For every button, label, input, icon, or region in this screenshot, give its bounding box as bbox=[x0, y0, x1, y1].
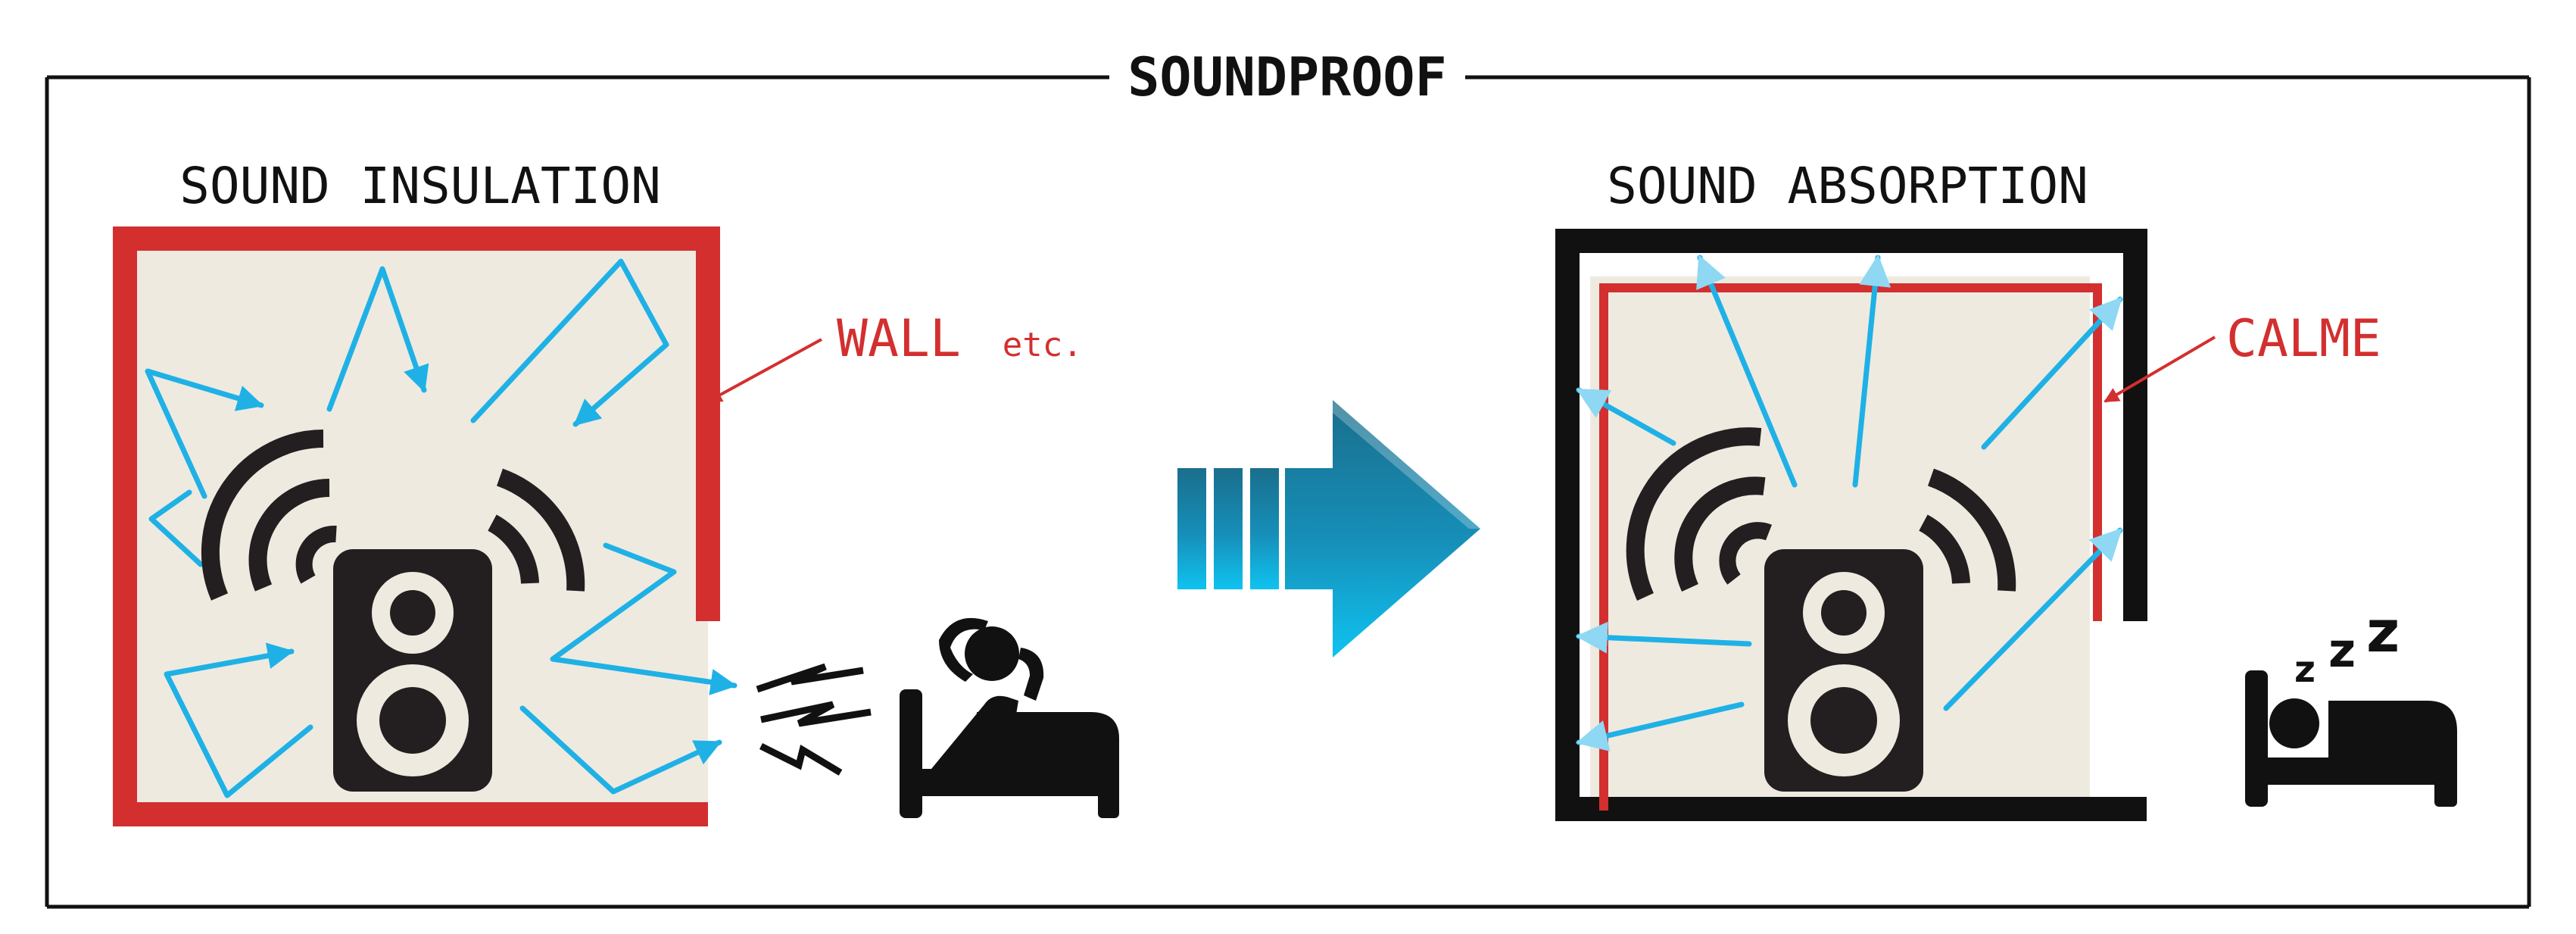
absorption-sound-lines bbox=[1575, 254, 2123, 751]
frame-title: SOUNDPROOF bbox=[1127, 46, 1446, 108]
sleeping-person-in-bed-icon bbox=[2245, 670, 2457, 807]
calme-pointer bbox=[2104, 336, 2216, 403]
noise-lightning-icon bbox=[756, 663, 872, 776]
zzz-letter-medium: z bbox=[2328, 623, 2356, 678]
wall-label-suffix: etc. bbox=[1003, 326, 1083, 364]
wall-label-main: WALL bbox=[837, 309, 961, 369]
outer-frame bbox=[45, 75, 2531, 909]
zzz-letter-small: z bbox=[2294, 648, 2316, 691]
absorption-sound-waves-icon bbox=[1626, 427, 2016, 601]
disturbed-person-in-bed-icon bbox=[900, 617, 1119, 818]
insulation-sound-reflections bbox=[145, 258, 738, 798]
insulation-sound-waves-icon bbox=[201, 430, 585, 601]
insulation-heading: SOUND INSULATION bbox=[179, 157, 661, 215]
absorption-speaker-icon bbox=[1764, 549, 1923, 792]
zzz-letter-large: z bbox=[2366, 598, 2400, 665]
zzz-icon: z z z bbox=[2294, 598, 2400, 691]
absorption-heading: SOUND ABSORPTION bbox=[1607, 157, 2088, 215]
wall-pointer bbox=[706, 338, 822, 403]
calme-label: CALME bbox=[2226, 309, 2381, 369]
insulation-speaker-icon bbox=[333, 549, 492, 792]
right-arrow-icon bbox=[1177, 400, 1480, 658]
wall-label: WALL etc. bbox=[837, 309, 1083, 369]
